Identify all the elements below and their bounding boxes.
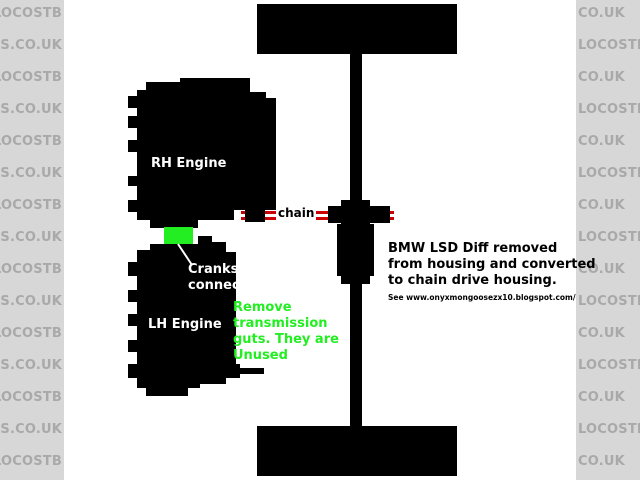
remove-note-line: transmission	[233, 316, 328, 331]
watermark-text: LOCOSTBUILDERS.CO.UK	[578, 294, 640, 309]
watermark-text: CO.UK	[578, 198, 625, 213]
watermark-text: LOCOSTBUILDERS.CO.UK	[578, 166, 640, 181]
watermark-text: OODERS.CO.UK	[0, 294, 62, 309]
remove-note-line: guts. They are	[233, 332, 339, 347]
watermark-text: CO.UK	[578, 6, 625, 21]
watermark-text: OODERS.CO.UK	[0, 358, 62, 373]
watermark-text: LOCOSTBUILDERS.CO.UK	[578, 358, 640, 373]
watermark-text: LOCOSTBUILDERS.CO.UK	[578, 38, 640, 53]
chain-sprocket-diff	[328, 206, 390, 223]
chain-label: chain	[276, 206, 317, 220]
watermark-text: LOCOSTB	[0, 198, 62, 213]
crankshaft-label-line: connector	[188, 278, 262, 293]
watermark-text: LOCOSTB	[0, 262, 62, 277]
watermark-text: LOCOSTB	[0, 134, 62, 149]
crankshaft-pointer	[177, 243, 193, 266]
remove-transmission-note: Remove transmission guts. They are Unuse…	[233, 300, 339, 364]
watermark-text: LOCOSTB	[0, 70, 62, 85]
remove-note-line: Unused	[233, 348, 288, 363]
rh-engine-label: RH Engine	[151, 156, 227, 171]
watermark-text: CO.UK	[578, 390, 625, 405]
diff-note: BMW LSD Diff removed from housing and co…	[388, 241, 596, 289]
chain-sprocket-engine	[245, 209, 265, 222]
watermark-text: OODERS.CO.UK	[0, 102, 62, 117]
remove-note-line: Remove	[233, 300, 292, 315]
watermark-text: OODERS.CO.UK	[0, 166, 62, 181]
rh-engine-block	[128, 78, 276, 228]
top-wheel	[257, 4, 457, 54]
diff-note-line: BMW LSD Diff removed	[388, 241, 558, 256]
watermark-text: LOCOSTBUILDERS.CO.UK	[578, 102, 640, 117]
watermark-text: CO.UK	[578, 134, 625, 149]
watermark-text: LOCOSTB	[0, 454, 62, 469]
crankshaft-label-line: Crankshaft	[188, 262, 269, 277]
watermark-text: CO.UK	[578, 262, 625, 277]
watermark-text: LOCOSTBUILDERS.CO.UK	[578, 422, 640, 437]
diff-note-line: to chain drive housing.	[388, 273, 557, 288]
watermark-text: LOCOSTBUILDERS.CO.UK	[578, 230, 640, 245]
watermark-strip-left: LOCOSTB OODERS.CO.UK LOCOSTB OODERS.CO.U…	[0, 0, 64, 480]
url-note: See www.onyxmongoosezx10.blogspot.com/	[388, 293, 576, 302]
watermark-text: CO.UK	[578, 454, 625, 469]
chain-lower	[241, 217, 394, 220]
watermark-text: OODERS.CO.UK	[0, 422, 62, 437]
watermark-text: CO.UK	[578, 70, 625, 85]
watermark-text: CO.UK	[578, 326, 625, 341]
bottom-wheel	[257, 426, 457, 476]
crankshaft-connector	[164, 227, 193, 244]
watermark-text: OODERS.CO.UK	[0, 230, 62, 245]
watermark-text: LOCOSTB	[0, 326, 62, 341]
watermark-text: OODERS.CO.UK	[0, 38, 62, 53]
lh-engine-block	[128, 236, 264, 396]
chain-upper	[241, 211, 394, 214]
lh-engine-label: LH Engine	[148, 317, 222, 332]
diff-note-line: from housing and converted	[388, 257, 596, 272]
watermark-strip-right: CO.UK LOCOSTBUILDERS.CO.UK CO.UK LOCOSTB…	[576, 0, 640, 480]
watermark-text: LOCOSTB	[0, 390, 62, 405]
crankshaft-label: Crankshaft connector	[188, 262, 268, 294]
watermark-text: LOCOSTB	[0, 6, 62, 21]
